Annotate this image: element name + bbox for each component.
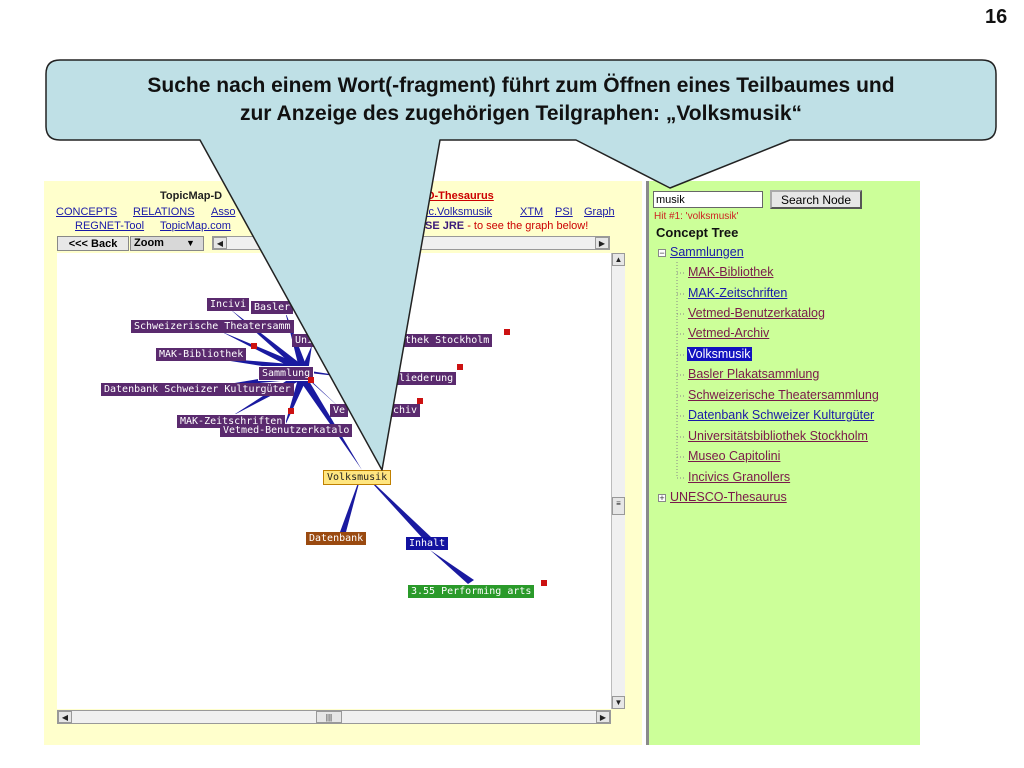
link-psi[interactable]: PSI — [555, 206, 573, 218]
bottom-horizontal-scrollbar[interactable]: ◀ ||| ▶ — [57, 710, 611, 724]
link-asso[interactable]: Asso — [211, 206, 236, 218]
graph-node-vetmed[interactable]: Vetmed-Benutzerkatalo — [220, 424, 353, 437]
tree-item-vetmed-benutzerkatalog[interactable]: Vetmed-Benutzerkatalog — [688, 306, 825, 320]
link-topicmap-com[interactable]: TopicMap.com — [160, 220, 231, 232]
graph-node-stockholm[interactable]: othek Stockholm — [396, 334, 493, 347]
jre-notice: SE JRE - to see the graph below! — [425, 220, 588, 232]
link-xtm[interactable]: XTM — [520, 206, 544, 218]
callout-line-2: zur Anzeige des zugehörigen Teilgraphen:… — [239, 102, 803, 125]
expand-icon[interactable]: + — [658, 493, 666, 503]
link-volksmusik[interactable]: cc.Volksmusik — [423, 206, 493, 218]
tree-item-museo-capitolini[interactable]: Museo Capitolini — [688, 449, 781, 463]
tree-item-schweizerische-theatersammlung[interactable]: Schweizerische Theatersammlung — [688, 388, 879, 402]
graph-node-schweizerische[interactable]: Schweizerische Theatersamm — [131, 320, 294, 333]
graph-node-ve[interactable]: Ve — [330, 404, 349, 417]
link-relations[interactable]: RELATIONS — [133, 206, 195, 218]
graph-node-gliederung[interactable]: liederung — [396, 372, 457, 385]
tree-item-sammlungen[interactable]: Sammlungen — [670, 245, 744, 259]
graph-node-incivi[interactable]: Incivi — [207, 298, 250, 311]
expand-marker[interactable] — [504, 329, 510, 335]
graph-node-datenbank-schweizer[interactable]: Datenbank Schweizer Kulturgüter — [101, 383, 294, 396]
graph-node-datenbank[interactable]: Datenbank — [306, 532, 367, 545]
applet-title: TopicMap-D — [160, 190, 223, 202]
link-graph[interactable]: Graph — [584, 206, 615, 218]
applet-title-red[interactable]: CO-Thesaurus — [418, 190, 494, 202]
vertical-scrollbar[interactable]: ▲ ≡ ▼ — [611, 253, 625, 709]
graph-node-mak-bibliothek[interactable]: MAK-Bibliothek — [156, 348, 247, 361]
scroll-up-icon[interactable]: ▲ — [612, 253, 625, 266]
callout-text: Suche nach einem Wort(-fragment) führt z… — [56, 72, 986, 128]
tree-item-vetmed-archiv[interactable]: Vetmed-Archiv — [688, 326, 770, 340]
expand-marker[interactable] — [541, 580, 547, 586]
tree-item-mak-bibliothek[interactable]: MAK-Bibliothek — [688, 265, 774, 279]
graph-node-performing-arts[interactable]: 3.55 Performing arts — [408, 585, 535, 598]
back-button[interactable]: <<< Back — [57, 236, 129, 251]
search-node-button[interactable]: Search Node — [770, 190, 862, 209]
expand-marker[interactable] — [251, 343, 257, 349]
expand-marker[interactable] — [457, 364, 463, 370]
tree-item-unesco-thesaurus[interactable]: UNESCO-Thesaurus — [670, 490, 787, 504]
scroll-right-icon[interactable]: ▶ — [595, 237, 609, 249]
graph-node-inhalt[interactable]: Inhalt — [406, 537, 449, 550]
tree-item-basler-plakatsammlung[interactable]: Basler Plakatsammlung — [688, 367, 820, 381]
zoom-value: Zoom — [134, 237, 164, 249]
scroll-thumb-vertical[interactable]: ≡ — [612, 497, 625, 515]
graph-node-sammlung[interactable]: Sammlung — [258, 366, 315, 381]
link-concepts[interactable]: CONCEPTS — [56, 206, 118, 218]
scroll-right-icon[interactable]: ▶ — [596, 711, 610, 723]
link-regnet-tool[interactable]: REGNET-Tool — [75, 220, 145, 232]
callout-line-1: Suche nach einem Wort(-fragment) führt z… — [147, 74, 895, 97]
scroll-left-icon[interactable]: ◀ — [213, 237, 227, 249]
search-hit-text: Hit #1: 'volksmusik' — [654, 211, 739, 222]
slide-number: 16 — [985, 6, 1008, 28]
scroll-thumb-horizontal[interactable]: ||| — [316, 711, 342, 723]
chevron-down-icon[interactable]: ▼ — [186, 238, 195, 248]
tree-item-datenbank-schweizer-kulturgueter[interactable]: Datenbank Schweizer Kulturgüter — [688, 408, 875, 422]
tree-item-universitaetsbibliothek-stockholm[interactable]: Universitätsbibliothek Stockholm — [688, 429, 868, 443]
concept-tree-title: Concept Tree — [656, 225, 739, 240]
tree-item-mak-zeitschriften[interactable]: MAK-Zeitschriften — [688, 286, 788, 300]
graph-node-volksmusik[interactable]: Volksmusik — [323, 470, 392, 485]
expand-marker[interactable] — [308, 377, 314, 383]
expand-marker[interactable] — [417, 398, 423, 404]
graph-node-chiv[interactable]: chiv — [390, 404, 421, 417]
collapse-icon[interactable]: − — [658, 248, 666, 258]
jre-text: - to see the graph below! — [464, 220, 589, 232]
search-input[interactable] — [653, 191, 763, 208]
tree-item-volksmusik[interactable]: Volksmusik — [687, 347, 752, 361]
expand-marker[interactable] — [288, 408, 294, 414]
tree-item-incivics-granollers[interactable]: Incivics Granollers — [688, 470, 791, 484]
concept-tree-panel — [646, 181, 920, 745]
zoom-select[interactable]: Zoom — [130, 236, 204, 251]
scroll-left-icon[interactable]: ◀ — [58, 711, 72, 723]
scroll-down-icon[interactable]: ▼ — [612, 696, 625, 709]
jre-bold: SE JRE — [425, 220, 465, 232]
